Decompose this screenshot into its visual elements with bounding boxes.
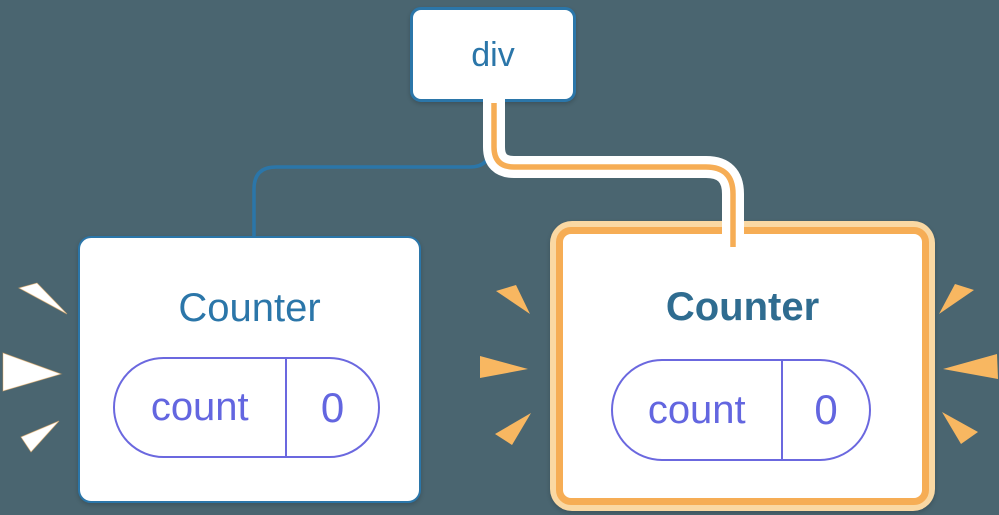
pill-divider — [780, 361, 783, 459]
spark-group-left-counter — [2, 282, 68, 453]
spark-icon — [480, 356, 528, 378]
counter-right-state-pill: count 0 — [611, 359, 871, 461]
spark-icon — [2, 352, 63, 392]
tree-node-counter-left: Counter count 0 — [78, 236, 421, 503]
tree-node-div-label: div — [471, 35, 515, 74]
spark-icon — [495, 413, 531, 445]
state-key-label: count — [150, 385, 249, 429]
spark-icon — [20, 420, 60, 453]
spark-icon — [943, 354, 998, 379]
spark-icon — [939, 284, 974, 314]
tree-node-counter-right-highlight-ring: Counter count 0 — [550, 221, 935, 511]
state-key-label: count — [647, 387, 746, 432]
pill-divider — [284, 359, 287, 456]
spark-group-right-counter-left — [480, 285, 531, 445]
spark-icon — [17, 282, 68, 315]
counter-right-title: Counter — [665, 285, 820, 329]
tree-node-counter-right: Counter count 0 — [556, 227, 929, 505]
spark-icon — [942, 412, 978, 444]
spark-group-right-counter-right — [939, 284, 998, 444]
counter-left-title: Counter — [178, 286, 321, 330]
edge-div-to-left-counter — [252, 103, 492, 237]
state-value-label: 0 — [320, 383, 345, 431]
tree-node-div: div — [410, 7, 576, 102]
edge-highlight-casing — [483, 95, 744, 236]
state-value-label: 0 — [814, 386, 838, 433]
spark-icon — [496, 285, 530, 314]
counter-left-state-pill: count 0 — [113, 357, 380, 458]
